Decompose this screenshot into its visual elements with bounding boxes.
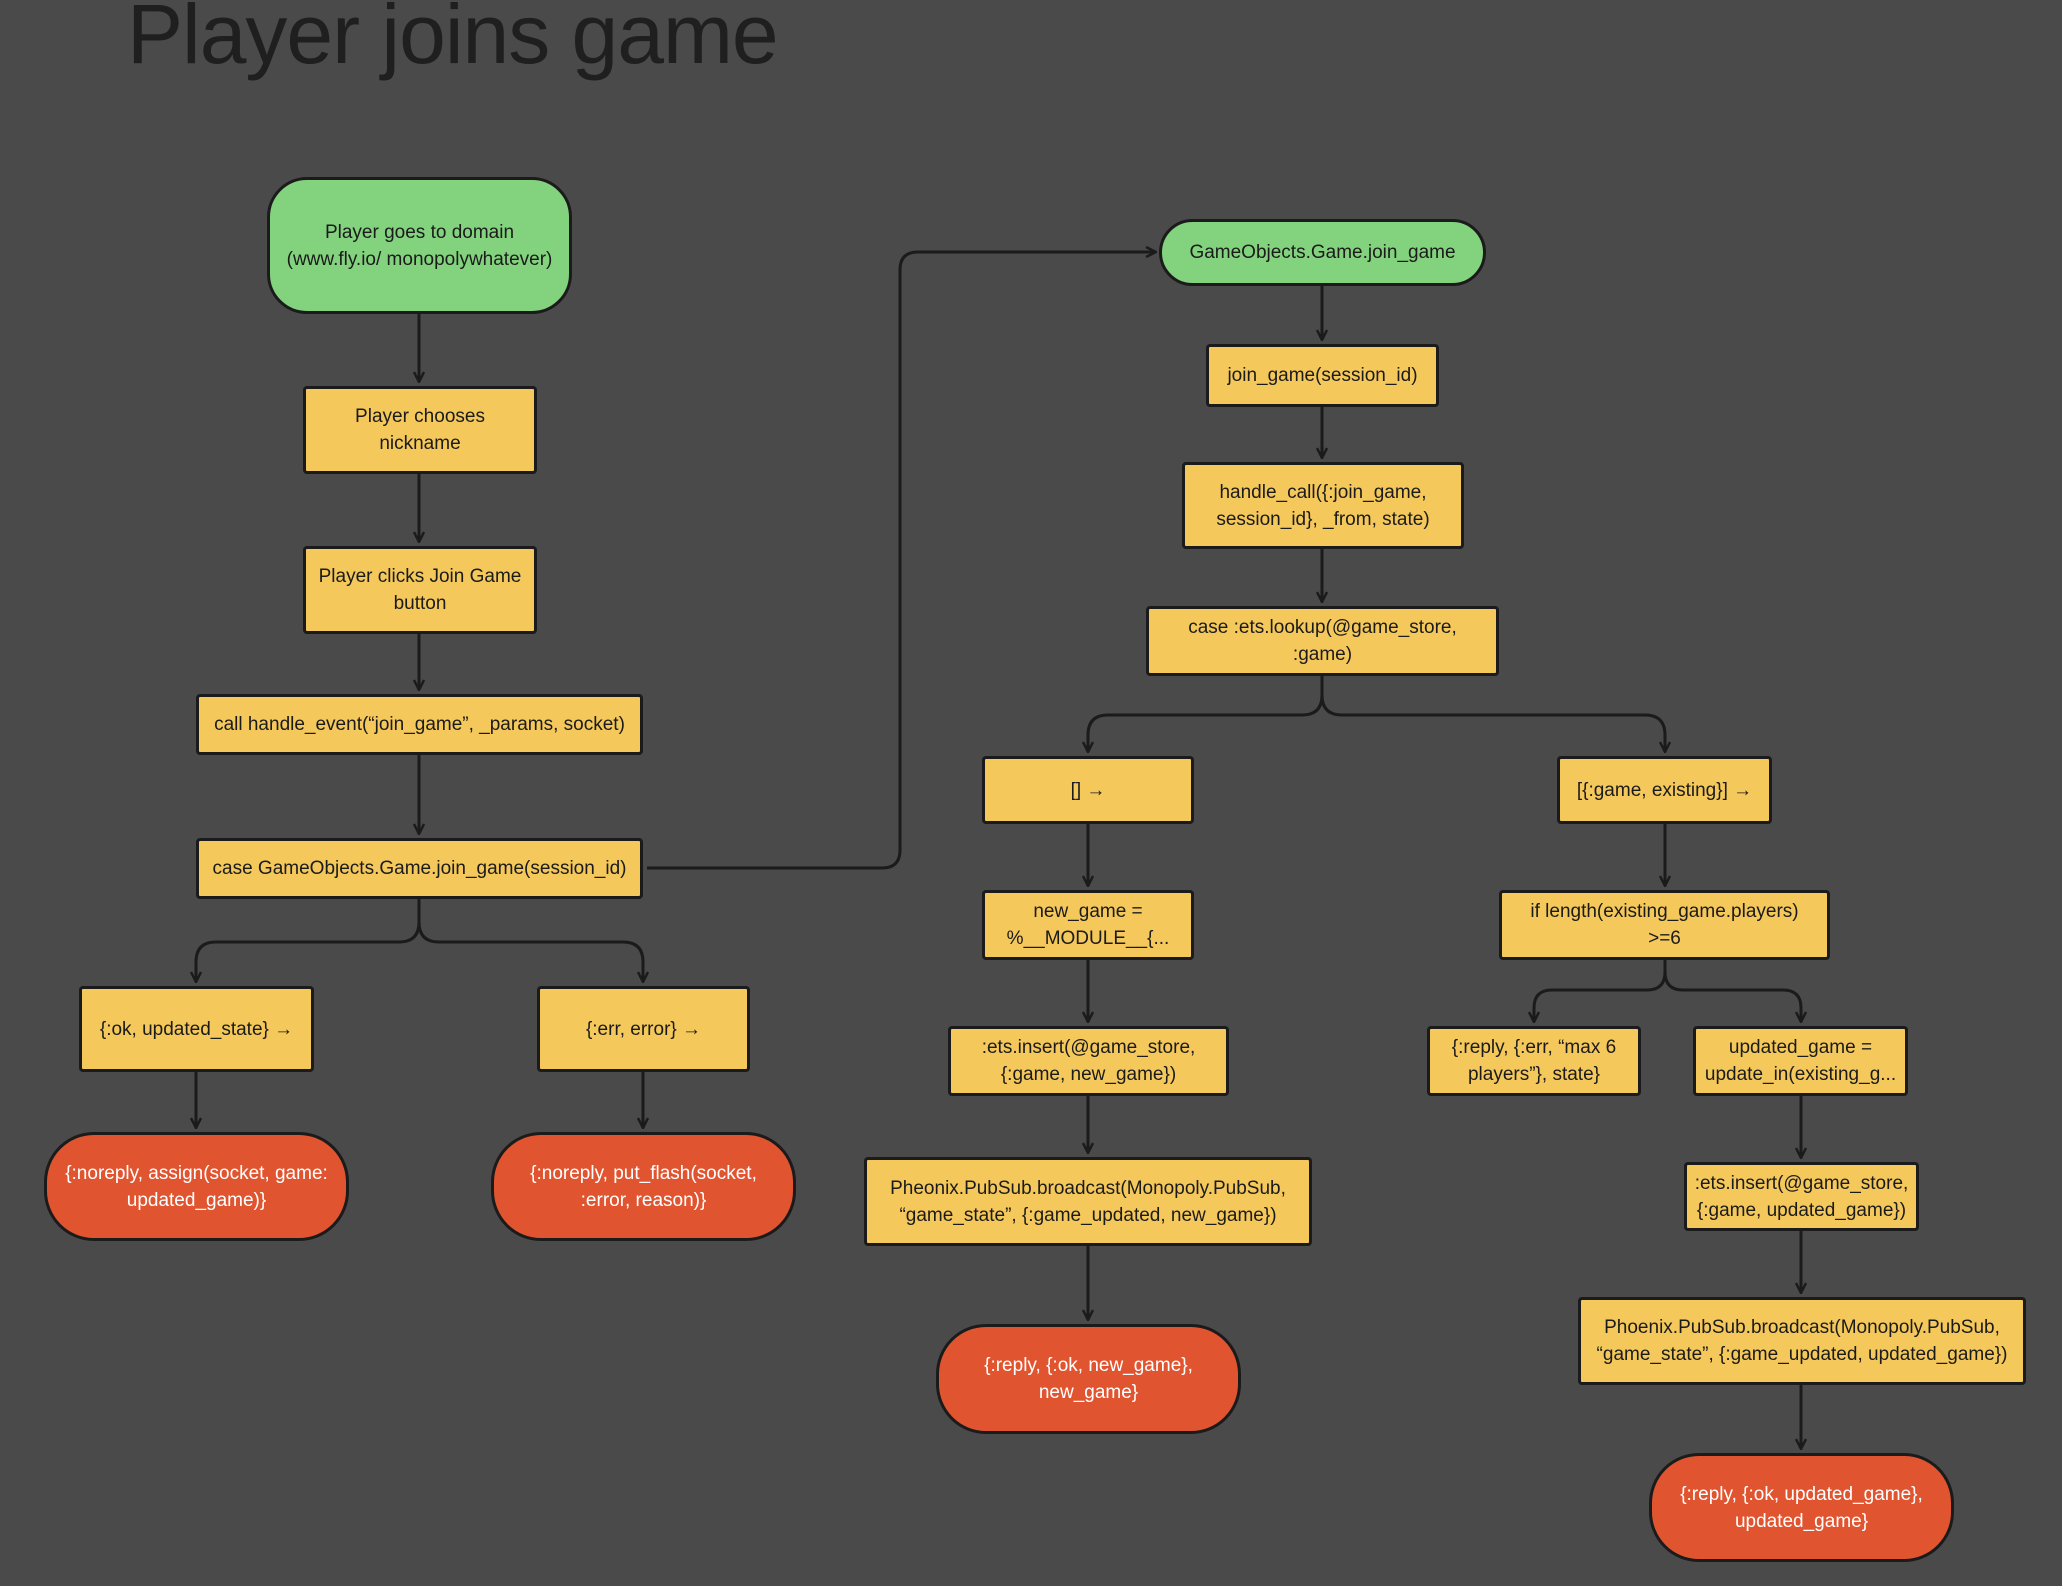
node-reply-ok-updated-game: {:reply, {:ok, updated_game}, updated_ga… xyxy=(1649,1453,1954,1562)
node-noreply-put-flash: {:noreply, put_flash(socket, :error, rea… xyxy=(491,1132,796,1241)
node-join-game-session-id: join_game(session_id) xyxy=(1206,344,1439,407)
node-ets-insert-updated-game: :ets.insert(@game_store, {:game, updated… xyxy=(1684,1162,1919,1231)
edge-n5-n6 xyxy=(196,899,421,982)
node-err-error: {:err, error} → xyxy=(537,986,750,1072)
edge-m4-r1 xyxy=(1320,676,1665,752)
node-if-length-players: if length(existing_game.players) >=6 xyxy=(1499,890,1830,960)
edge-n5-m1 xyxy=(647,252,1156,870)
edge-m4-m5 xyxy=(1088,676,1324,752)
edge-r2-r4 xyxy=(1663,960,1801,1022)
node-ok-updated-state: {:ok, updated_state} → xyxy=(79,986,314,1072)
node-game-objects-join-game: GameObjects.Game.join_game xyxy=(1159,219,1486,286)
node-player-goes-to-domain: Player goes to domain (www.fly.io/ monop… xyxy=(267,177,572,314)
node-existing-game-branch: [{:game, existing}] → xyxy=(1557,756,1772,824)
node-call-handle-event: call handle_event(“join_game”, _params, … xyxy=(196,694,643,755)
edge-r2-r3 xyxy=(1534,960,1667,1022)
node-noreply-assign: {:noreply, assign(socket, game: updated_… xyxy=(44,1132,349,1241)
node-ets-insert-new-game: :ets.insert(@game_store, {:game, new_gam… xyxy=(948,1026,1229,1096)
node-empty-list-branch: [] → xyxy=(982,756,1194,824)
node-reply-err-max-players: {:reply, {:err, “max 6 players”}, state} xyxy=(1427,1026,1641,1096)
node-player-chooses-nickname: Player chooses nickname xyxy=(303,386,537,474)
node-case-join-game: case GameObjects.Game.join_game(session_… xyxy=(196,838,643,899)
node-new-game-assign: new_game = %__MODULE__{... xyxy=(982,890,1194,960)
node-updated-game-assign: updated_game = update_in(existing_g... xyxy=(1693,1026,1908,1096)
node-pubsub-broadcast-new-game: Pheonix.PubSub.broadcast(Monopoly.PubSub… xyxy=(864,1157,1312,1246)
node-player-clicks-join-game: Player clicks Join Game button xyxy=(303,546,537,634)
node-case-ets-lookup: case :ets.lookup(@game_store, :game) xyxy=(1146,606,1499,676)
node-reply-ok-new-game: {:reply, {:ok, new_game}, new_game} xyxy=(936,1324,1241,1434)
node-handle-call-join-game: handle_call({:join_game, session_id}, _f… xyxy=(1182,462,1464,549)
edge-n5-n7 xyxy=(417,899,643,982)
node-pubsub-broadcast-updated-game: Phoenix.PubSub.broadcast(Monopoly.PubSub… xyxy=(1578,1297,2026,1385)
diagram-title: Player joins game xyxy=(127,0,779,81)
